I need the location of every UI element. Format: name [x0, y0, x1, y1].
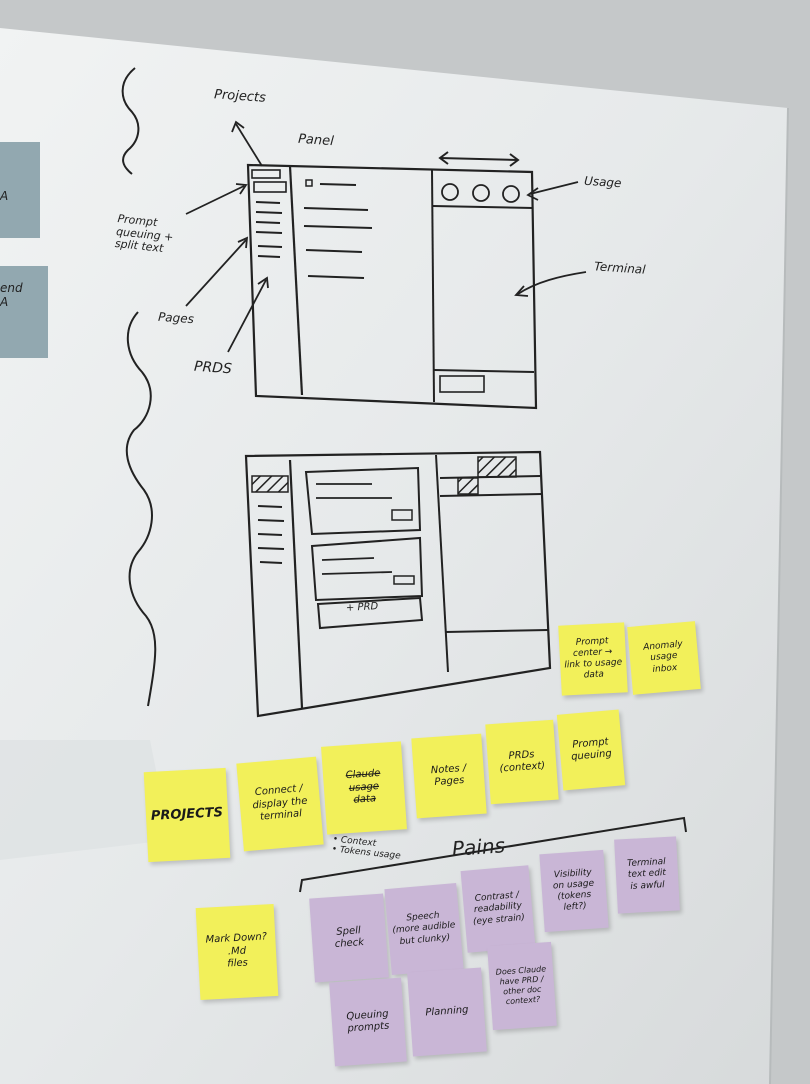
- brace-top: [121, 67, 140, 175]
- sticky-note-claude-usage: Claude usage data: [321, 741, 407, 835]
- sticky-note-anomaly-usage: Anomaly usage inbox: [627, 621, 701, 695]
- pains-heading: Pains: [451, 833, 506, 861]
- pain-note-queuing-prompts: Queuing prompts: [329, 977, 407, 1067]
- label-panel: Panel: [297, 131, 335, 150]
- pain-note-prd-context: Does Claude have PRD / other doc context…: [487, 941, 557, 1031]
- pain-note-speech: Speech (more audible but clunky): [384, 883, 464, 975]
- pain-note-terminal-edit: Terminal text edit is awful: [614, 836, 680, 914]
- pain-note-spell-check: Spell check: [309, 893, 389, 983]
- sticky-note-connect-terminal: Connect / display the terminal: [236, 756, 324, 852]
- label-usage: Usage: [583, 173, 622, 191]
- pains-bracket: [299, 816, 687, 893]
- pain-note-contrast: Contrast / readability (eye strain): [460, 865, 536, 953]
- label-prompt-queuing: Prompt queuing + split text: [114, 212, 175, 256]
- sketch1-frame: [246, 163, 538, 410]
- sticky-note-markdown: Mark Down? .Md files: [195, 904, 279, 1000]
- sticky-note-prompt-queuing: Prompt queuing: [556, 709, 626, 791]
- sticky-note-projects: PROJECTS: [143, 767, 231, 863]
- label-new-prd: + PRD: [345, 601, 379, 614]
- sketch2-frame: [244, 450, 552, 718]
- side-note-a: A: [0, 189, 9, 203]
- pain-note-planning: Planning: [407, 967, 487, 1057]
- label-pages: Pages: [157, 309, 195, 327]
- label-prds: PRDS: [193, 358, 233, 378]
- wavy-line-left: [125, 311, 157, 707]
- blue-note-bottom: [0, 266, 48, 358]
- sticky-note-prompt-center: Prompt center → link to usage data: [558, 622, 628, 696]
- side-note-end: end A: [0, 281, 23, 309]
- blue-note-top: [0, 142, 40, 238]
- sticky-note-notes-pages: Notes / Pages: [411, 733, 487, 819]
- sticky-note-prds: PRDs (context): [485, 719, 559, 805]
- pain-note-visibility-usage: Visibility on usage (tokens left?): [539, 849, 609, 933]
